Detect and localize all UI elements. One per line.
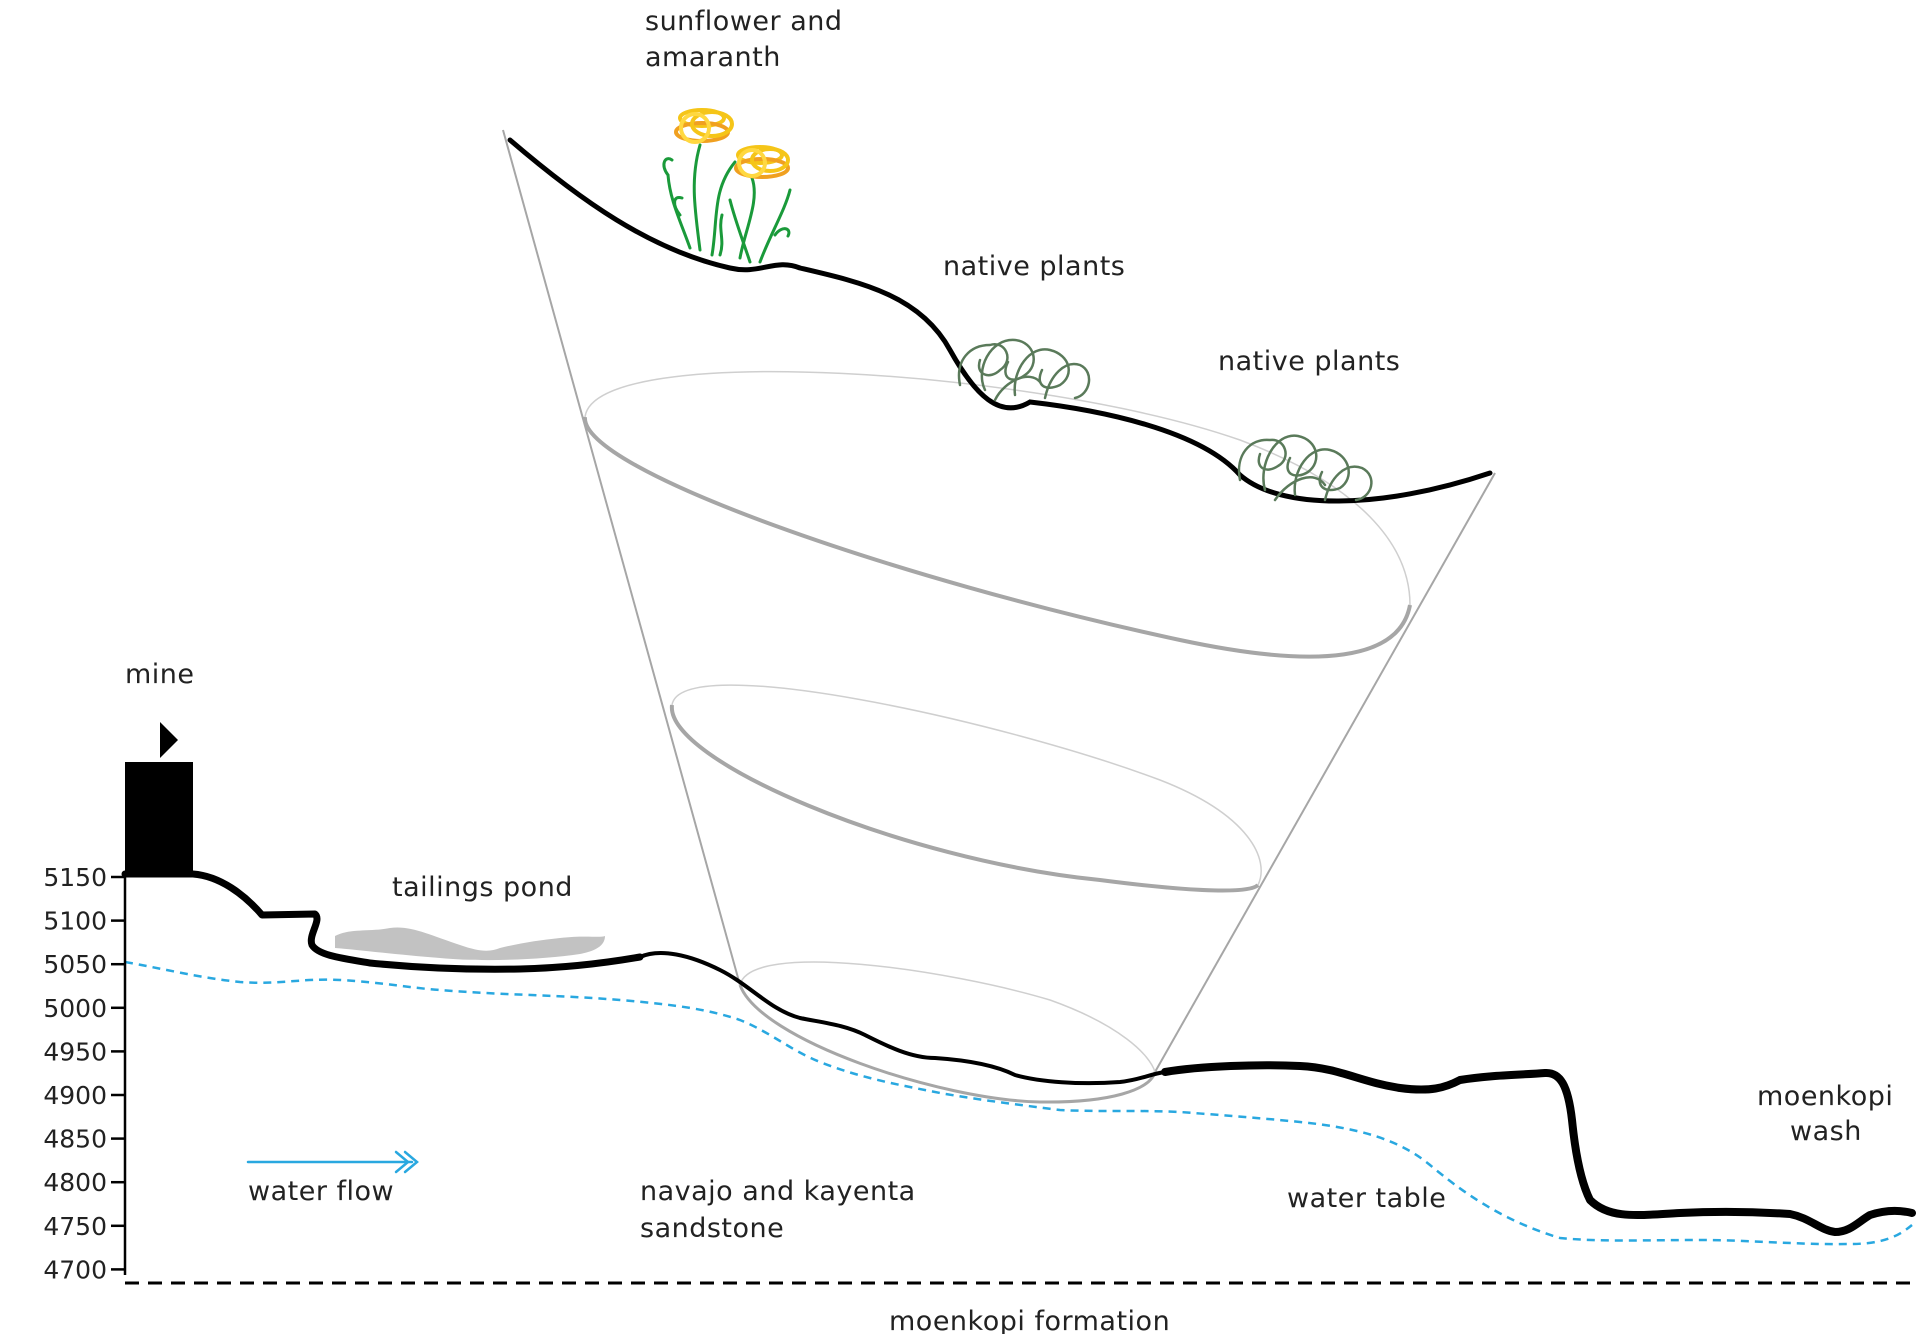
label-mine: mine (125, 659, 195, 690)
funnel-ring-bottom-front (738, 984, 1157, 1104)
mine-flag (160, 722, 178, 758)
label-native-plants-2: native plants (1218, 346, 1400, 377)
zoomed-terrain (507, 137, 1493, 504)
label-sandstone-line1: navajo and kayenta (640, 1176, 916, 1207)
label-crops-line2: amaranth (645, 42, 781, 73)
ground-profile (121, 870, 644, 973)
elevation-tick-label: 4800 (43, 1168, 107, 1197)
native-shrub-1 (957, 338, 1091, 402)
funnel-ring-middle-front (669, 704, 1260, 893)
magnification-funnel (502, 129, 1496, 1104)
label-water-table: water table (1287, 1183, 1446, 1214)
elevation-ticks: 5150 5100 5050 5000 4950 4900 4850 4800 4750 4700 (43, 863, 125, 1284)
label-wash-line2: wash (1790, 1116, 1862, 1147)
tailings-pond (335, 927, 605, 961)
main-terrain (121, 870, 1916, 1236)
label-sandstone-line2: sandstone (640, 1213, 784, 1244)
label-crops-line1: sunflower and (645, 6, 843, 37)
water-flow-arrow (246, 1150, 419, 1174)
funnel-right-edge (1154, 472, 1496, 1073)
label-tailings-pond: tailings pond (392, 872, 573, 903)
label-native-plants-1: native plants (943, 251, 1125, 282)
elevation-tick-label: 4900 (43, 1081, 107, 1110)
elevation-tick-label: 5100 (43, 907, 107, 936)
flower-head-1 (674, 108, 734, 144)
elevation-tick-label: 5050 (43, 950, 107, 979)
funnel-left-edge (502, 129, 741, 986)
mine-building (125, 762, 193, 874)
water-table-line (124, 960, 1913, 1246)
funnel-ring-top-front (582, 416, 1412, 659)
elevation-tick-label: 4700 (43, 1255, 107, 1284)
zoomed-ground-line (507, 137, 1493, 504)
elevation-tick-label: 5150 (43, 863, 107, 892)
elevation-tick-label: 4750 (43, 1212, 107, 1241)
label-moenkopi-formation: moenkopi formation (889, 1306, 1170, 1334)
funnel-ring-middle-back (671, 684, 1262, 886)
funnel-ring-top-back (584, 370, 1411, 606)
elevation-tick-label: 4950 (43, 1037, 107, 1066)
flower-head-2 (734, 145, 790, 179)
native-shrub-2 (1237, 434, 1373, 502)
label-water-flow: water flow (248, 1176, 394, 1207)
funnel-ring-bottom-back (739, 961, 1156, 1073)
label-wash-line1: moenkopi (1757, 1081, 1893, 1112)
sunflower-plants (662, 108, 792, 264)
mine-structure (125, 722, 193, 874)
elevation-tick-label: 5000 (43, 994, 107, 1023)
elevation-tick-label: 4850 (43, 1125, 107, 1154)
